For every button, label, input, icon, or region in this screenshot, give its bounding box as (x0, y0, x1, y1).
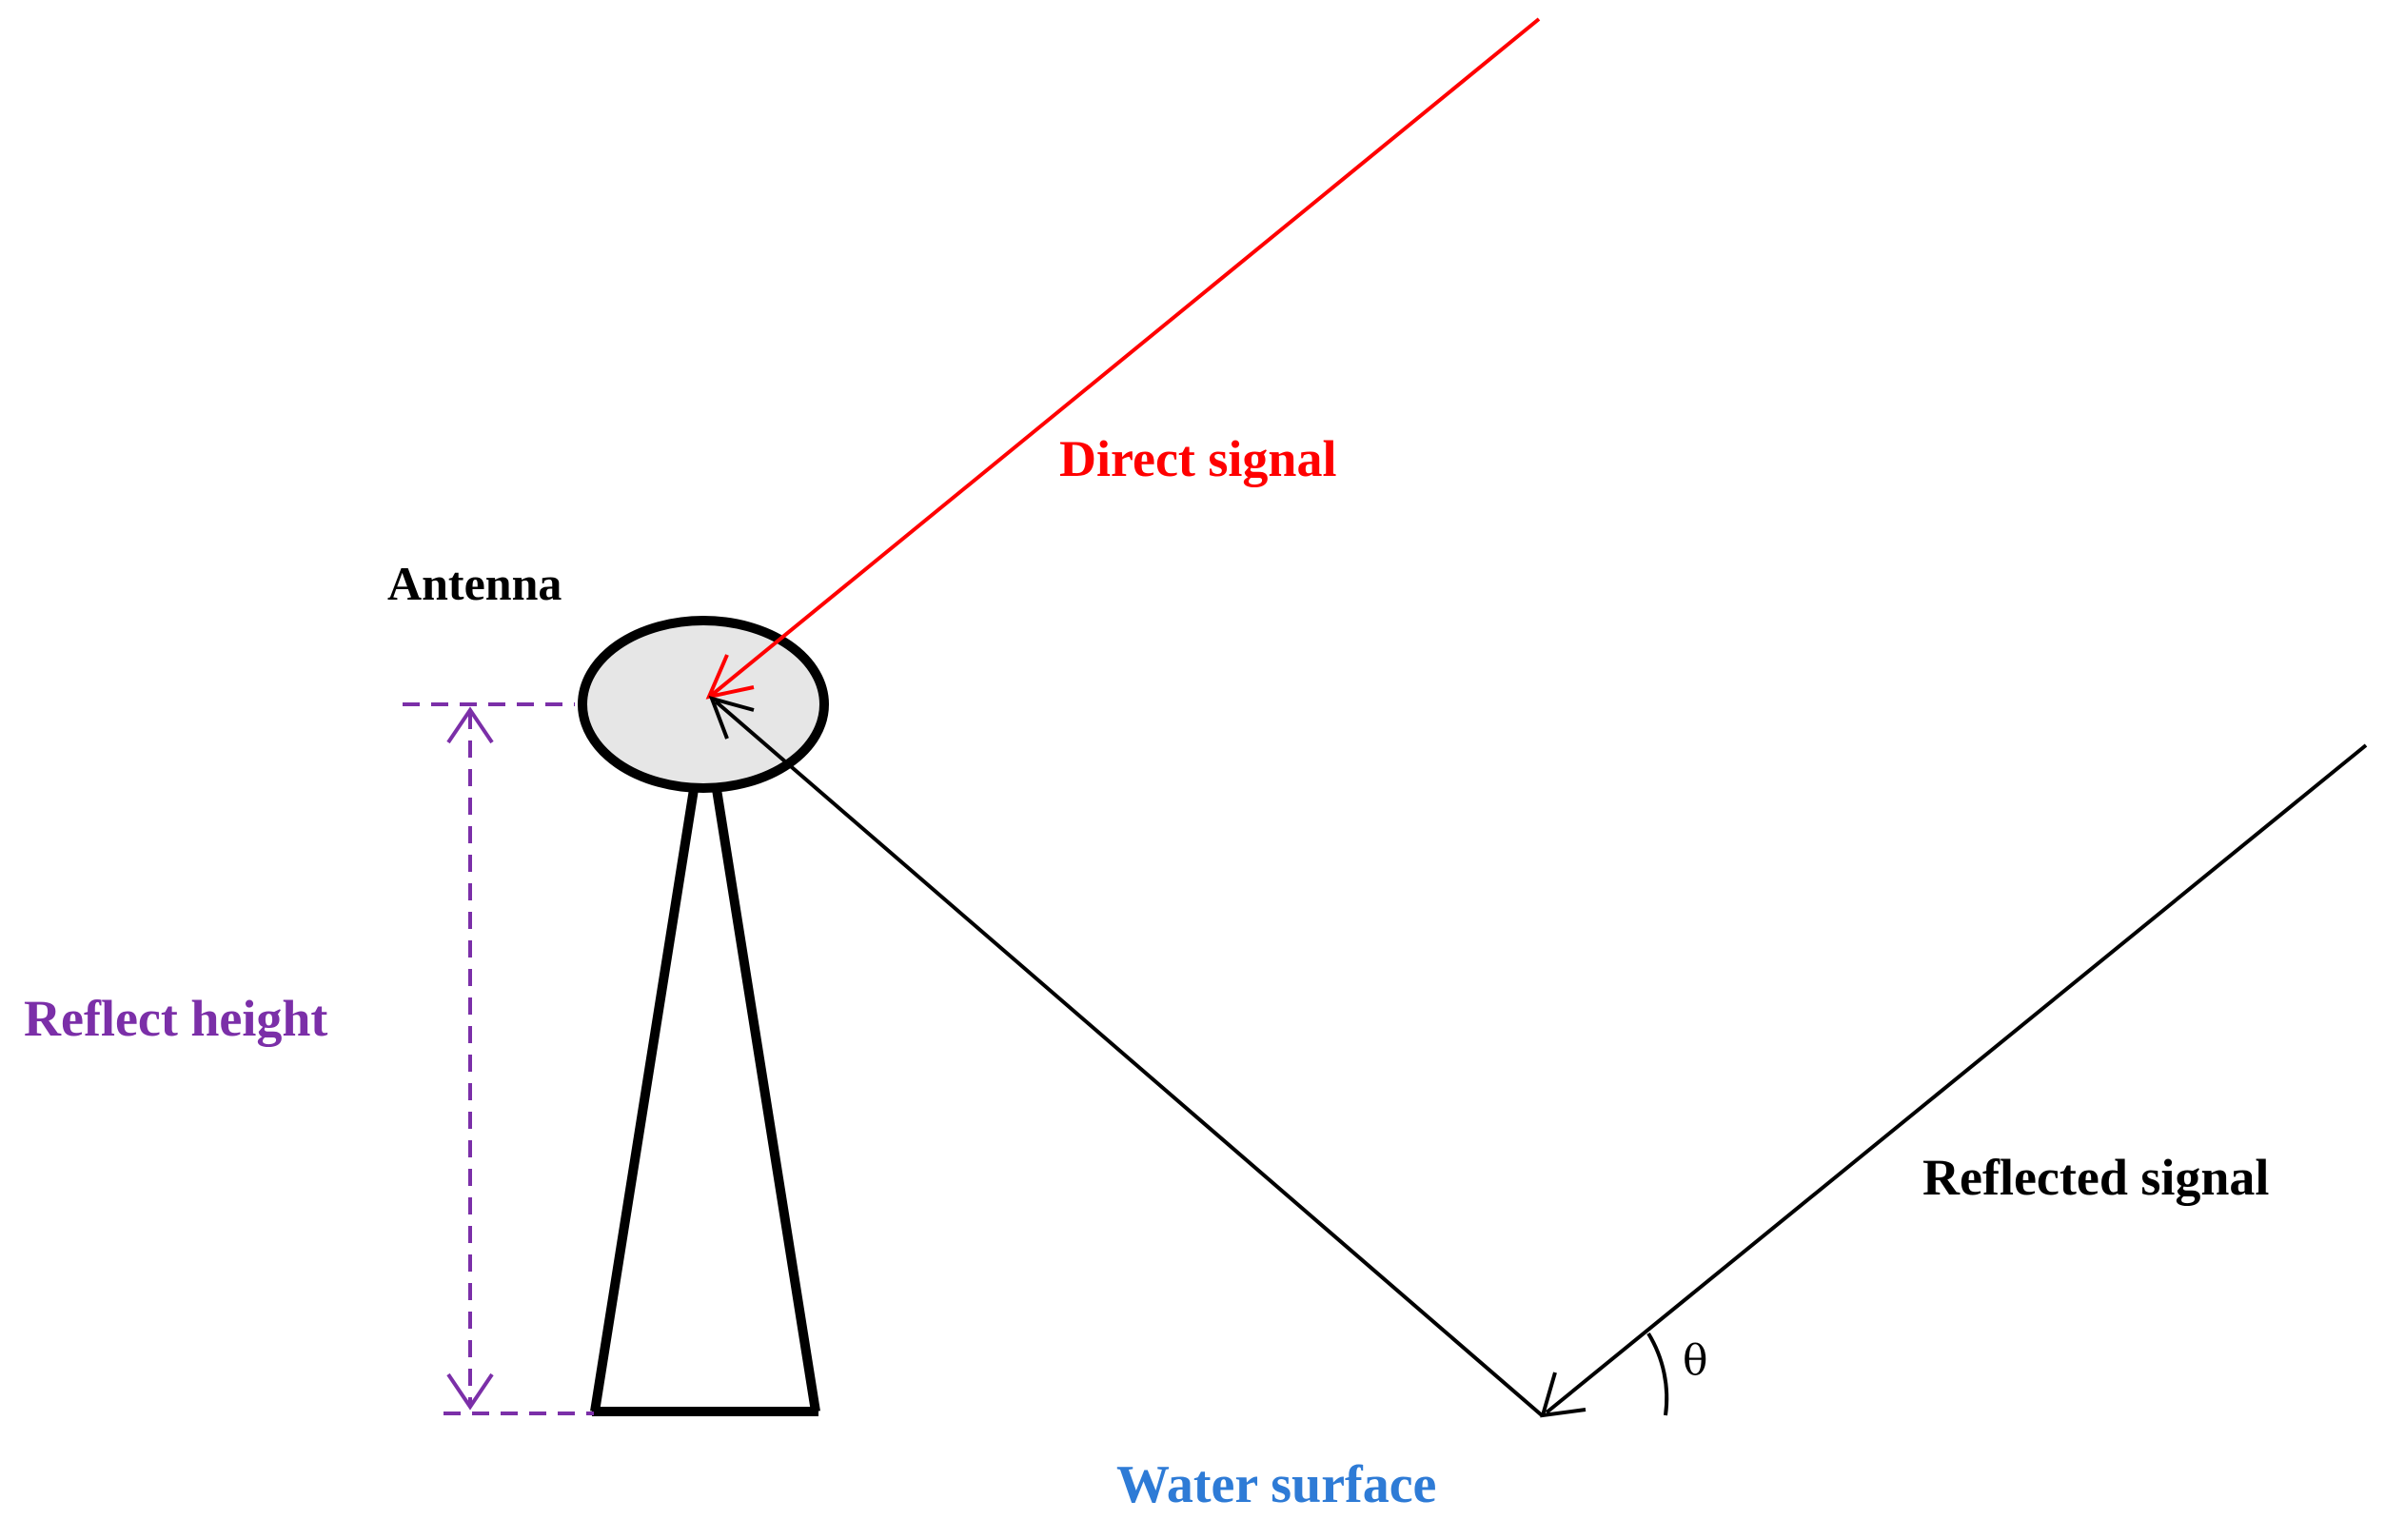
water-surface-label: Water surface (1116, 1455, 1436, 1514)
angle-arc (1646, 1332, 1669, 1416)
angle-theta-label: θ (1683, 1336, 1708, 1385)
reflect-height-arrowheads (446, 706, 494, 1411)
antenna-label: Antenna (387, 557, 562, 610)
reflect-height-indicator (403, 702, 594, 1415)
antenna-tower (590, 782, 820, 1416)
reflected-signal-label: Reflected signal (1922, 1149, 2269, 1206)
reflected-path-arrowhead (708, 696, 755, 740)
reflected-signal-line (1545, 743, 2368, 1414)
antenna-ellipse (578, 616, 829, 793)
reflected-path-to-antenna (714, 700, 1544, 1417)
direct-signal-line (710, 17, 1541, 697)
direct-signal-label: Direct signal (1059, 430, 1336, 487)
direct-signal-arrowhead (705, 654, 755, 700)
reflected-signal-arrowhead (1540, 1372, 1587, 1418)
reflect-height-label: Reflect height (24, 990, 327, 1047)
